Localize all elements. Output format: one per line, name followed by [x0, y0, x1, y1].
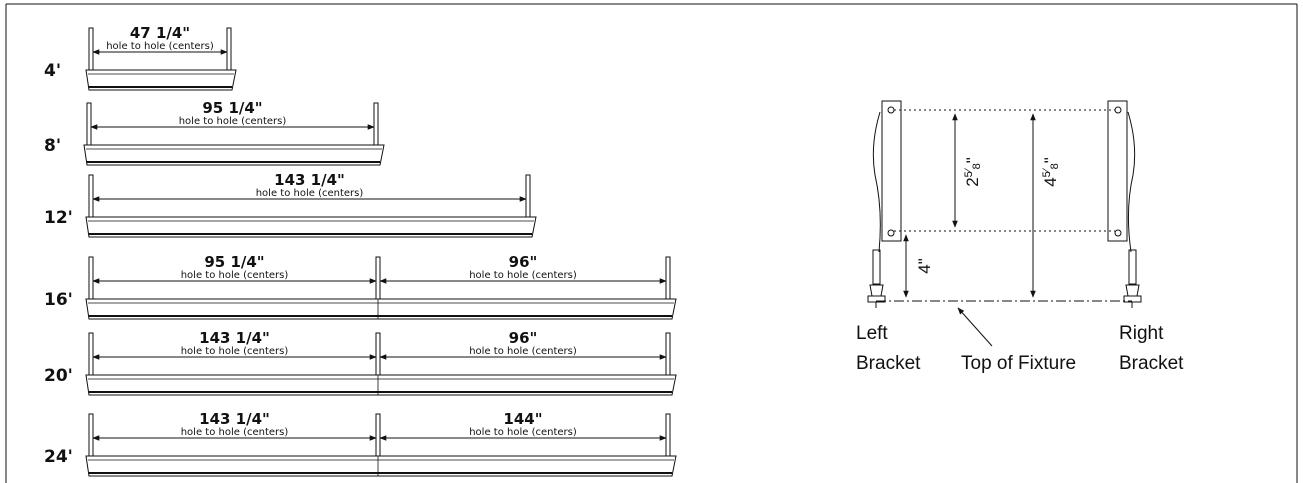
hole-spacing-whole: 2 — [963, 177, 982, 186]
hole-spacing-unit: " — [963, 157, 982, 163]
span-value: 96" — [509, 329, 538, 347]
right-bracket-drawing — [1107, 100, 1142, 308]
bracket-post — [88, 332, 94, 379]
hole-spacing-label: 25⁄8" — [963, 157, 983, 187]
bracket-post — [88, 27, 94, 74]
track-row-0: 4' 47 1/4"hole to hole (centers) — [44, 24, 237, 91]
track-row-3: 16'95 1/4"hole to hole (centers)96"hole … — [44, 253, 677, 320]
bracket-post — [375, 332, 381, 379]
bracket-post — [665, 413, 671, 460]
span-note: hole to hole (centers) — [179, 116, 287, 127]
track-length-label: 20' — [44, 366, 73, 386]
span-value: 95 1/4" — [204, 253, 264, 271]
bracket-post — [665, 332, 671, 379]
track-row-2: 12' 143 1/4"hole to hole (centers) — [44, 171, 537, 238]
track-length-label: 24' — [44, 447, 73, 467]
svg-text:45⁄8": 45⁄8" — [1041, 157, 1061, 187]
span-note: hole to hole (centers) — [106, 41, 214, 52]
span-note: hole to hole (centers) — [469, 270, 577, 281]
bracket-post — [525, 174, 531, 221]
bracket-post — [88, 256, 94, 303]
fixture-rail — [85, 216, 537, 238]
bracket-post — [86, 102, 92, 149]
track-row-5: 24'143 1/4"hole to hole (centers)144"hol… — [44, 410, 677, 477]
track-length-label: 8' — [44, 136, 61, 156]
drop-label: 4" — [915, 258, 934, 274]
drop-whole: 4 — [915, 264, 934, 273]
fixture-rail — [85, 374, 677, 396]
right-bracket-label-line2: Bracket — [1119, 353, 1184, 374]
track-row-1: 8' 95 1/4"hole to hole (centers) — [44, 99, 385, 166]
fixture-rail — [85, 69, 237, 91]
track-length-label: 12' — [44, 208, 73, 228]
span-value: 96" — [509, 253, 538, 271]
bracket-post — [88, 174, 94, 221]
bracket-post — [375, 413, 381, 460]
fixture-rail — [83, 144, 385, 166]
bracket-detail: 25⁄8" 45⁄8" 4" Left Bracket Top of Fixtu… — [856, 100, 1184, 374]
track-row-4: 20'143 1/4"hole to hole (centers)96"hole… — [44, 329, 677, 396]
span-value: 144" — [503, 410, 542, 428]
fixture-rail — [85, 298, 677, 320]
left-bracket-label-line2: Bracket — [856, 353, 921, 374]
total-height-label: 45⁄8" — [1041, 157, 1061, 187]
span-value: 143 1/4" — [274, 171, 345, 189]
bracket-post — [226, 27, 232, 74]
span-note: hole to hole (centers) — [469, 346, 577, 357]
total-height-unit: " — [1041, 157, 1060, 163]
left-bracket-drawing — [867, 100, 902, 308]
top-of-fixture-label: Top of Fixture — [961, 353, 1076, 374]
total-height-num: 5 — [1041, 171, 1053, 177]
left-bracket-label-line1: Left — [856, 323, 888, 344]
right-bracket-label-line1: Right — [1119, 323, 1164, 344]
top-of-fixture-leader — [957, 307, 993, 347]
total-height-whole: 4 — [1041, 177, 1060, 186]
span-note: hole to hole (centers) — [181, 427, 289, 438]
span-value: 143 1/4" — [199, 329, 270, 347]
span-note: hole to hole (centers) — [181, 270, 289, 281]
diagram-frame — [5, 3, 1298, 483]
span-value: 95 1/4" — [202, 99, 262, 117]
bracket-post — [665, 256, 671, 303]
span-note: hole to hole (centers) — [181, 346, 289, 357]
track-length-diagrams: 4'47 1/4"hole to hole (centers)8'95 1/4"… — [44, 24, 677, 477]
span-value: 143 1/4" — [199, 410, 270, 428]
svg-text:25⁄8": 25⁄8" — [963, 157, 983, 187]
span-note: hole to hole (centers) — [256, 188, 364, 199]
hole-spacing-num: 5 — [963, 171, 975, 177]
span-note: hole to hole (centers) — [469, 427, 577, 438]
bracket-post — [375, 256, 381, 303]
span-value: 47 1/4" — [130, 24, 190, 42]
svg-text:4": 4" — [915, 258, 934, 274]
track-length-label: 16' — [44, 290, 73, 310]
bracket-post — [88, 413, 94, 460]
fixture-rail — [85, 455, 677, 477]
bracket-post — [373, 102, 379, 149]
drop-unit: " — [915, 258, 934, 264]
hole-spacing-den: 8 — [971, 163, 983, 169]
total-height-den: 8 — [1049, 163, 1061, 169]
track-length-label: 4' — [44, 61, 61, 81]
